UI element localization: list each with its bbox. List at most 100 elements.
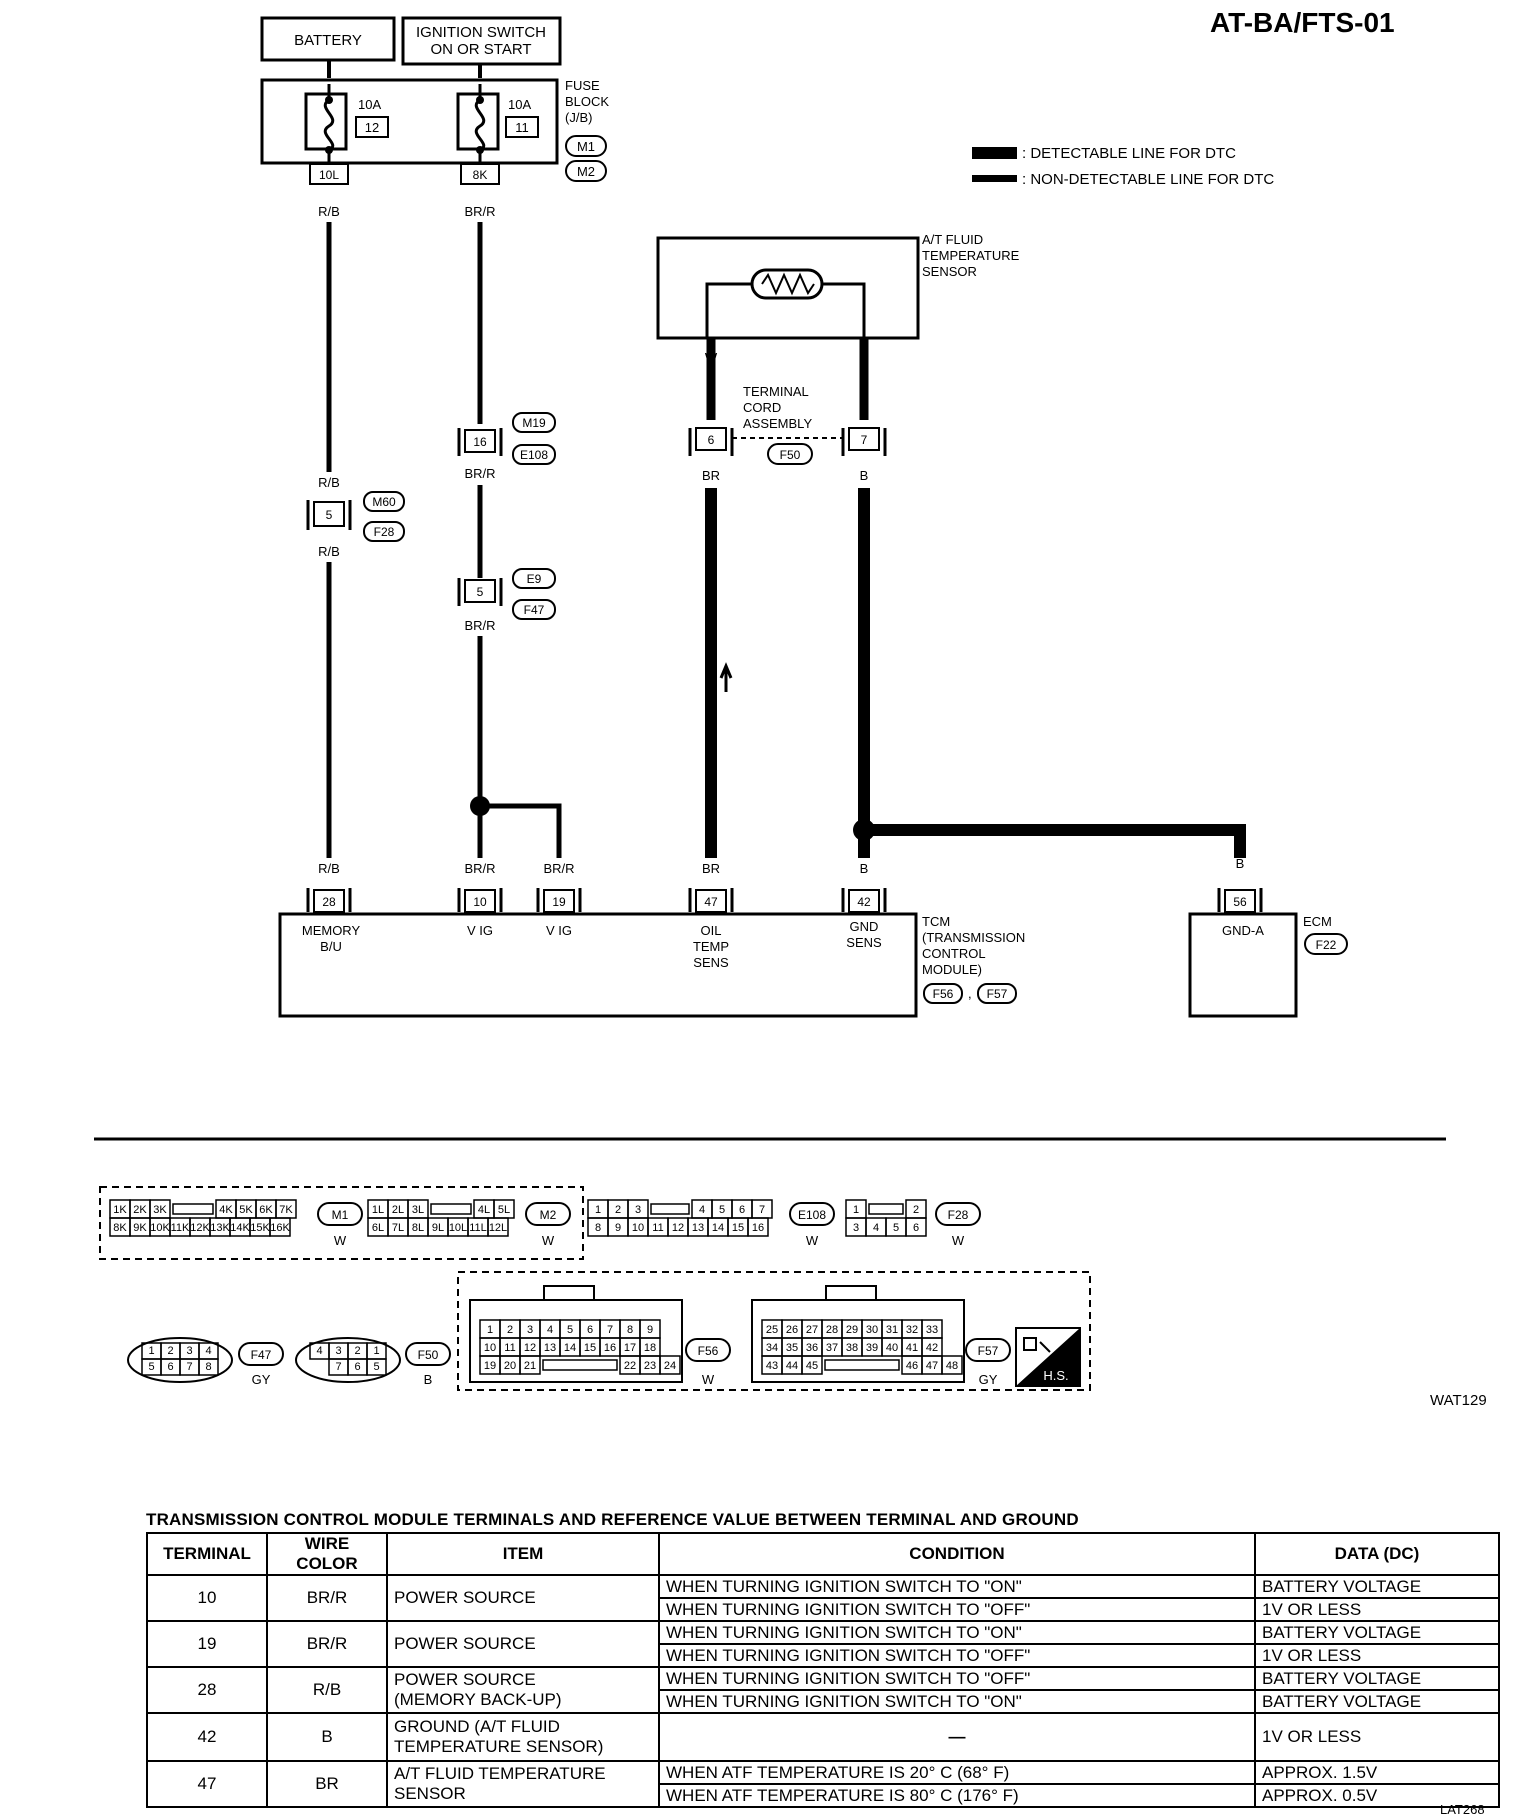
item-text-line: POWER SOURCE <box>394 1588 536 1607</box>
tcm-oil-line2: TEMP <box>693 939 729 954</box>
connector-pin-label: 40 <box>886 1342 898 1354</box>
connector-pin-label: 4 <box>547 1324 553 1336</box>
cell-wire-color: BR/R <box>266 1620 388 1668</box>
connector-m60: M60 <box>372 495 396 509</box>
battery-box: BATTERY <box>260 16 396 62</box>
thermistor-icon <box>761 272 815 296</box>
connector-pin-label: 33 <box>926 1324 938 1336</box>
tcm-oil-line3: SENS <box>693 955 729 970</box>
hs-icon: H.S. <box>1015 1327 1081 1387</box>
cell-wire-color: BR/R <box>266 1574 388 1622</box>
connector-pin-label: 7 <box>607 1324 613 1336</box>
wire-label-b-mid: B <box>860 468 869 483</box>
connector-cell <box>941 1355 963 1375</box>
connector-id-f50: F50 <box>418 1348 439 1362</box>
connector-id-f56: F56 <box>698 1344 719 1358</box>
sensor-label-line2: TEMPERATURE <box>922 248 1020 263</box>
header-data: DATA (DC) <box>1254 1532 1500 1576</box>
connector-pin-label: 36 <box>806 1342 818 1354</box>
connector-pin-label: 8K <box>113 1222 127 1234</box>
wire-label-brr-19: BR/R <box>543 861 574 876</box>
fuse-b-rating: 10A <box>508 97 531 112</box>
connector-cell <box>519 1355 541 1375</box>
connector-pin-label: 17 <box>624 1342 636 1354</box>
connector-id-m1: M1 <box>332 1208 349 1222</box>
connector-pin-label: 1 <box>595 1204 601 1216</box>
connector-pin-label: 1 <box>373 1345 379 1357</box>
connector-color-e108: W <box>806 1233 819 1248</box>
fuse-b-number: 11 <box>515 120 529 135</box>
reference-table: TERMINAL WIRE COLOR ITEM CONDITION DATA … <box>146 1532 1500 1808</box>
connector-pin-label: 7K <box>279 1204 293 1216</box>
pin-5-m60: 5 <box>326 508 333 522</box>
connector-pin-label: 3 <box>853 1222 859 1234</box>
wire-label-rb-top: R/B <box>318 204 340 219</box>
item-text-line: A/T FLUID TEMPERATURE <box>394 1764 606 1783</box>
connector-pin-label: 15K <box>250 1222 270 1234</box>
connector-pin-label: 12L <box>489 1222 507 1234</box>
connector-pin-label: 3 <box>635 1204 641 1216</box>
cell-data: BATTERY VOLTAGE <box>1254 1689 1500 1714</box>
legend-non-detectable: : NON-DETECTABLE LINE FOR DTC <box>1022 171 1274 188</box>
connector-f47: F47 <box>524 603 545 617</box>
connector-color-f56: W <box>702 1372 715 1387</box>
connector-pin-label: 1 <box>487 1324 493 1336</box>
connector-pin-label: 2 <box>913 1204 919 1216</box>
connector-m19-e108: 16 M19 E108 <box>457 412 556 465</box>
connector-e9: E9 <box>527 572 542 586</box>
page-code: AT-BA/FTS-01 <box>1210 7 1395 38</box>
connector-color-f47: GY <box>252 1372 271 1387</box>
cord-pin-6: 6 <box>708 433 715 447</box>
connector-cell <box>487 1217 509 1237</box>
fuse-block: 10A 12 10A 11 FUSE BLOCK (J/B) M1 M2 10L… <box>260 78 609 185</box>
tcm-pin-42: 42 <box>841 888 887 913</box>
cell-condition: — <box>658 1712 1256 1762</box>
connector-pin-label: 10 <box>632 1222 644 1234</box>
cell-wire-color: R/B <box>266 1666 388 1714</box>
fuse-a-rating: 10A <box>358 97 381 112</box>
connector-pin-label: 41 <box>906 1342 918 1354</box>
connector-pin-label: 47 <box>926 1360 938 1372</box>
item-text-line: POWER SOURCE <box>394 1634 536 1653</box>
tcm-label-line3: CONTROL <box>922 946 986 961</box>
tcm-gnd-line2: SENS <box>846 935 882 950</box>
cord-pin-7: 7 <box>861 433 868 447</box>
connector-pin-label: 43 <box>766 1360 778 1372</box>
connector-pin-label: 7L <box>392 1222 404 1234</box>
connector-pin-label: 11 <box>504 1342 515 1354</box>
connector-pin-label: 3K <box>153 1204 167 1216</box>
connector-pin-label: 6L <box>372 1222 384 1234</box>
cell-data: BATTERY VOLTAGE <box>1254 1666 1500 1691</box>
cell-condition: WHEN ATF TEMPERATURE IS 80° C (176° F) <box>658 1783 1256 1808</box>
legend: : DETECTABLE LINE FOR DTC : NON-DETECTAB… <box>972 145 1274 188</box>
sensor-label-line3: SENSOR <box>922 264 977 279</box>
cell-condition: WHEN ATF TEMPERATURE IS 20° C (68° F) <box>658 1760 1256 1785</box>
connector-m60-f28: 5 M60 F28 <box>306 491 405 542</box>
connector-pin-label: 9 <box>647 1324 653 1336</box>
connector-pin-label: 14 <box>712 1222 724 1234</box>
connector-pin-label: 12 <box>524 1342 536 1354</box>
fuse-terminal-a: 10L <box>319 168 339 182</box>
terminal-cord-assembly: TERMINAL CORD ASSEMBLY 6 7 F50 <box>688 384 887 465</box>
tcm-pin-42-label: 42 <box>857 895 871 909</box>
tcm-conn-f57: F57 <box>987 987 1008 1001</box>
connector-pin-label: 7 <box>759 1204 765 1216</box>
connector-pin-label: 23 <box>644 1360 656 1372</box>
connector-pin-label: 1 <box>148 1345 154 1357</box>
connector-pin-label: 26 <box>786 1324 798 1336</box>
cell-item: POWER SOURCE(MEMORY BACK-UP) <box>386 1666 660 1714</box>
connector-pin-label: 5 <box>719 1204 725 1216</box>
connector-e108: E108 <box>520 448 548 462</box>
cell-data: BATTERY VOLTAGE <box>1254 1620 1500 1645</box>
connector-cell <box>269 1217 291 1237</box>
cell-item: POWER SOURCE <box>386 1574 660 1622</box>
connector-pin-label: 25 <box>766 1324 778 1336</box>
tcm-pin-19: 19 <box>536 888 582 913</box>
cell-terminal: 10 <box>146 1574 268 1622</box>
item-text-line: (MEMORY BACK-UP) <box>394 1690 562 1709</box>
connector-pin-label: 19 <box>484 1360 496 1372</box>
connector-pin-label: 6 <box>587 1324 593 1336</box>
